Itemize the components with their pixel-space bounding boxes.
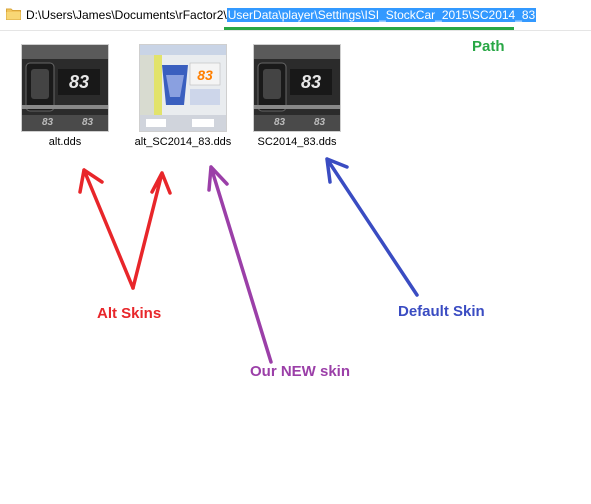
- path-underline: [224, 27, 514, 30]
- white-blue-car-texture-icon: 83: [140, 45, 226, 131]
- svg-text:83: 83: [69, 72, 89, 92]
- arrow-to-alt-sc2014-dds: [131, 171, 172, 290]
- file-thumbnail: 83 83 83: [253, 44, 341, 132]
- alt-skins-arrows: [78, 168, 172, 290]
- file-name: SC2014_83.dds: [257, 136, 337, 148]
- dark-car-texture-icon: 83 83 83: [22, 45, 108, 131]
- default-skin-arrow: [325, 157, 419, 297]
- file-item-alt-sc2014-83-dds[interactable]: 83 alt_SC2014_83.dds: [128, 44, 238, 149]
- arrow-to-alt-dds: [78, 168, 135, 290]
- dark-car-texture-icon: 83 83 83: [254, 45, 340, 131]
- file-name: alt.dds: [48, 136, 82, 148]
- svg-text:83: 83: [274, 117, 286, 128]
- file-thumbnail: 83 83 83: [21, 44, 109, 132]
- path-selected: UserData\player\Settings\ISI_StockCar_20…: [226, 8, 537, 22]
- file-item-sc2014-83-dds[interactable]: 83 83 83 SC2014_83.dds: [242, 44, 352, 149]
- svg-text:83: 83: [197, 67, 213, 83]
- file-item-alt-dds[interactable]: 83 83 83 alt.dds: [10, 44, 120, 149]
- alt-skins-label: Alt Skins: [97, 305, 162, 322]
- new-skin-arrow: [207, 165, 273, 364]
- svg-text:83: 83: [301, 72, 321, 92]
- svg-text:83: 83: [314, 117, 326, 128]
- folder-icon: [6, 8, 21, 20]
- default-skin-label: Default Skin: [398, 303, 485, 320]
- path-label: Path: [472, 38, 505, 55]
- address-bar[interactable]: D:\Users\James\Documents\rFactor2\UserDa…: [0, 0, 591, 31]
- file-name: alt_SC2014_83.dds: [134, 136, 232, 148]
- svg-text:83: 83: [82, 117, 94, 128]
- svg-text:83: 83: [42, 117, 54, 128]
- path-text[interactable]: D:\Users\James\Documents\rFactor2\UserDa…: [26, 8, 537, 22]
- path-prefix: D:\Users\James\Documents\rFactor2\: [26, 8, 227, 22]
- file-thumbnail: 83: [139, 44, 227, 132]
- new-skin-label: Our NEW skin: [250, 363, 351, 380]
